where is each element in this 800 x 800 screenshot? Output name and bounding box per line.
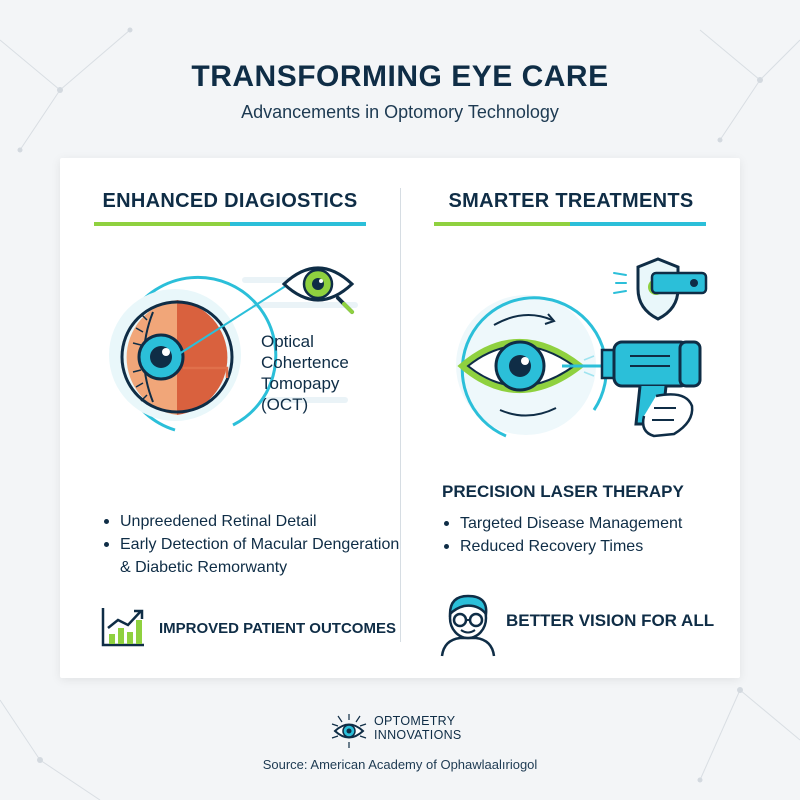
list-item: Unpreedened Retinal Detail xyxy=(102,510,399,533)
growth-chart-icon xyxy=(101,608,144,647)
left-bullet-list: Unpreedened Retinal Detail Early Detecti… xyxy=(102,510,399,579)
right-heading: SMARTER TREATMENTS xyxy=(448,190,694,212)
source-citation: Source: American Academy of Ophawlaalıri… xyxy=(262,757,538,772)
magnifier-eye-icon xyxy=(281,266,355,314)
person-glasses-icon xyxy=(440,594,496,657)
list-item: Reduced Recovery Times xyxy=(442,535,682,558)
oct-label: Optical Cohertence Tomopapy (OCT) xyxy=(261,332,349,414)
logo-line-1: OPTOMETRY xyxy=(374,714,456,728)
laser-eye-icon xyxy=(456,295,608,438)
right-bullet-list: Targeted Disease Management Reduced Reco… xyxy=(442,512,682,558)
list-item: Targeted Disease Management xyxy=(442,512,682,535)
right-outcome-label: BETTER VISION FOR ALL xyxy=(506,611,715,630)
logo-wordmark: OPTOMETRY INNOVATIONS xyxy=(374,714,462,742)
column-divider xyxy=(400,188,401,642)
right-subheading: PRECISION LASER THERAPY xyxy=(442,482,684,501)
shield-eye-icon xyxy=(613,257,708,321)
page-subtitle: Advancements in Optomory Technology xyxy=(241,102,559,122)
optometry-logo-icon xyxy=(331,714,367,748)
left-heading: ENHANCED DIAGIOSTICS xyxy=(102,190,358,212)
logo-line-2: INNOVATIONS xyxy=(374,728,462,742)
eye-cross-section-icon xyxy=(109,275,358,432)
list-item: Early Detection of Macular Dengeration xyxy=(102,533,399,556)
page-title: TRANSFORMING EYE CARE xyxy=(191,60,609,93)
left-heading-underline xyxy=(94,222,366,226)
laser-device-icon xyxy=(600,340,702,438)
list-item: & Diabetic Remorwanty xyxy=(120,559,288,576)
left-outcome-label: IMPROVED PATIENT OUTCOMES xyxy=(159,620,396,637)
right-heading-underline xyxy=(434,222,706,226)
